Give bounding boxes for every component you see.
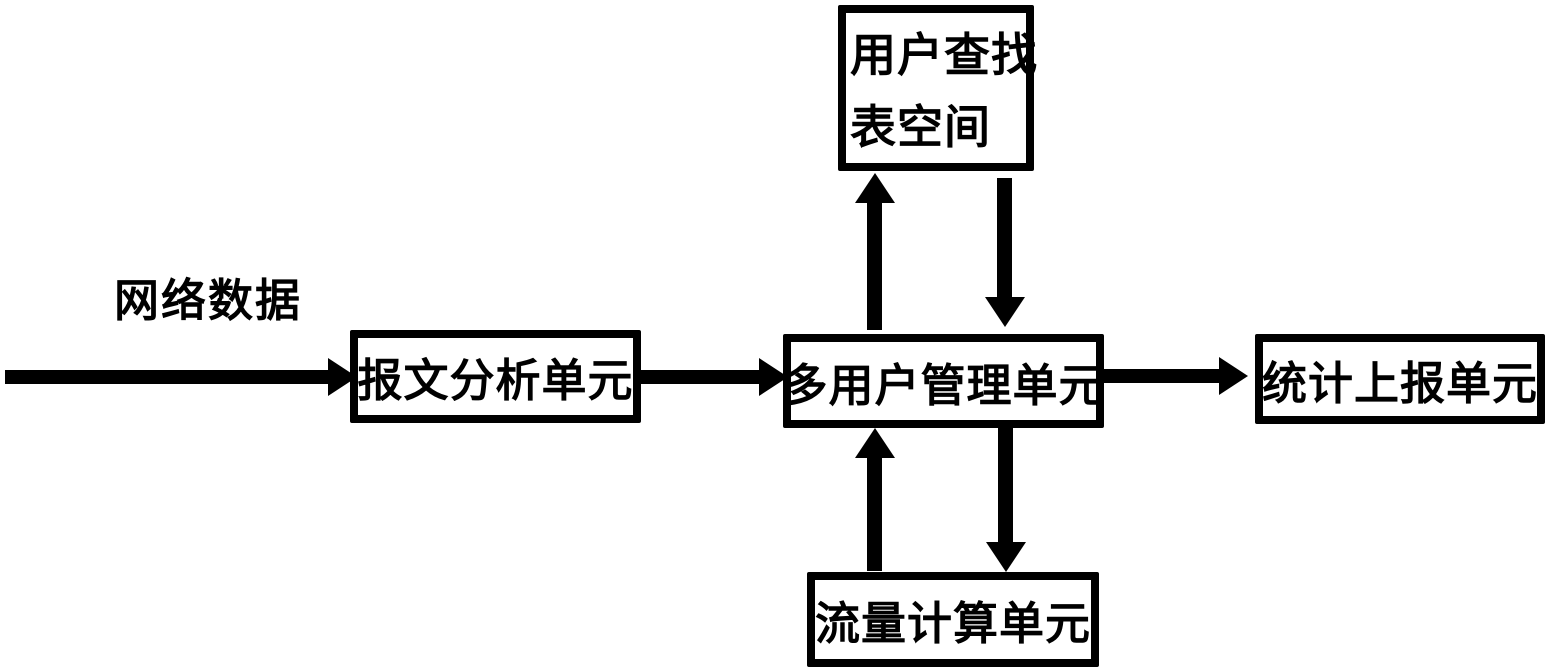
arrowhead-down-icon xyxy=(986,542,1026,572)
node-label: 流量计算单元 xyxy=(815,598,1092,649)
arrow-shaft xyxy=(998,428,1013,544)
node-multi-user-management-unit: 多用户管理单元 xyxy=(783,334,1104,428)
node-stats-reporting-unit: 统计上报单元 xyxy=(1255,334,1545,424)
node-label-line1: 用户查找 xyxy=(850,29,1038,81)
node-user-lookup-table-space: 用户查找 表空间 xyxy=(838,5,1037,171)
arrow-shaft xyxy=(867,200,882,330)
arrow-shaft xyxy=(997,178,1012,300)
arrowhead-down-icon xyxy=(985,297,1025,327)
arrowhead-up-icon xyxy=(855,173,895,203)
arrow-shaft xyxy=(867,455,882,571)
node-label: 统计上报单元 xyxy=(1262,357,1539,409)
arrowhead-right-icon xyxy=(1219,357,1248,395)
arrow-shaft xyxy=(1104,369,1220,383)
arrow-shaft xyxy=(5,370,331,384)
node-packet-analysis-unit: 报文分析单元 xyxy=(350,330,641,423)
arrow-shaft xyxy=(639,370,761,384)
arrowhead-up-icon xyxy=(855,428,895,458)
node-traffic-calculation-unit: 流量计算单元 xyxy=(807,572,1099,667)
node-label: 报文分析单元 xyxy=(357,355,634,406)
node-label: 多用户管理单元 xyxy=(782,359,1105,411)
node-label-line2: 表空间 xyxy=(850,101,991,153)
network-data-label: 网络数据 xyxy=(114,275,303,326)
